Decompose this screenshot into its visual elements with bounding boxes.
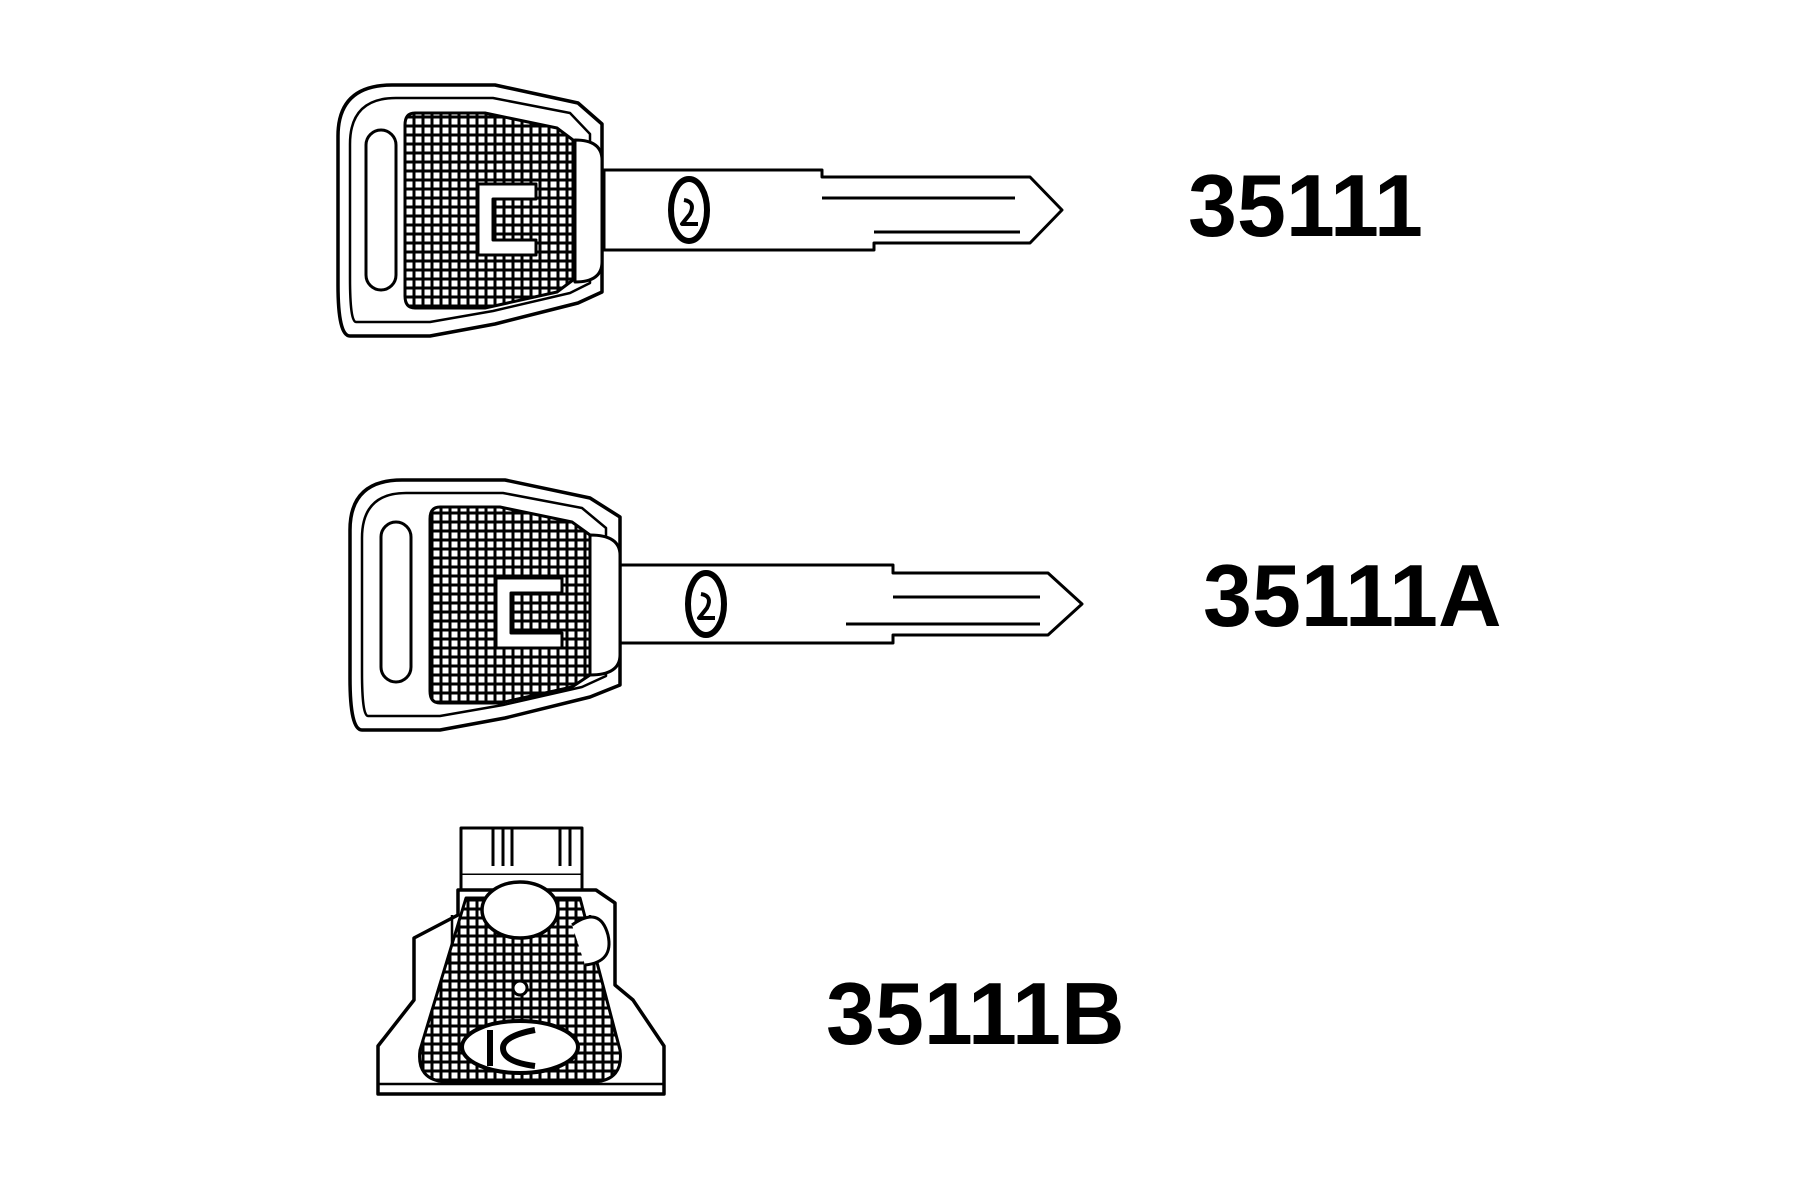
head-emblem-icon [476, 182, 538, 257]
part-number-label: 35111 [1188, 156, 1423, 255]
transponder-35111b-icon [376, 826, 666, 1096]
key-35111-icon [336, 83, 1064, 338]
key-35111a-icon [348, 478, 1084, 732]
transponder-window [480, 880, 560, 940]
head-emblem-icon [494, 576, 564, 650]
blade-emblem-icon [668, 176, 710, 244]
part-number-label: 35111A [1203, 546, 1502, 645]
key-blade [602, 168, 1064, 252]
part-number-label: 35111B [826, 964, 1125, 1063]
connector-top [459, 826, 584, 877]
key-ring-slot [364, 128, 398, 292]
blade-emblem-icon [685, 570, 727, 638]
key-ring-slot [379, 520, 413, 684]
